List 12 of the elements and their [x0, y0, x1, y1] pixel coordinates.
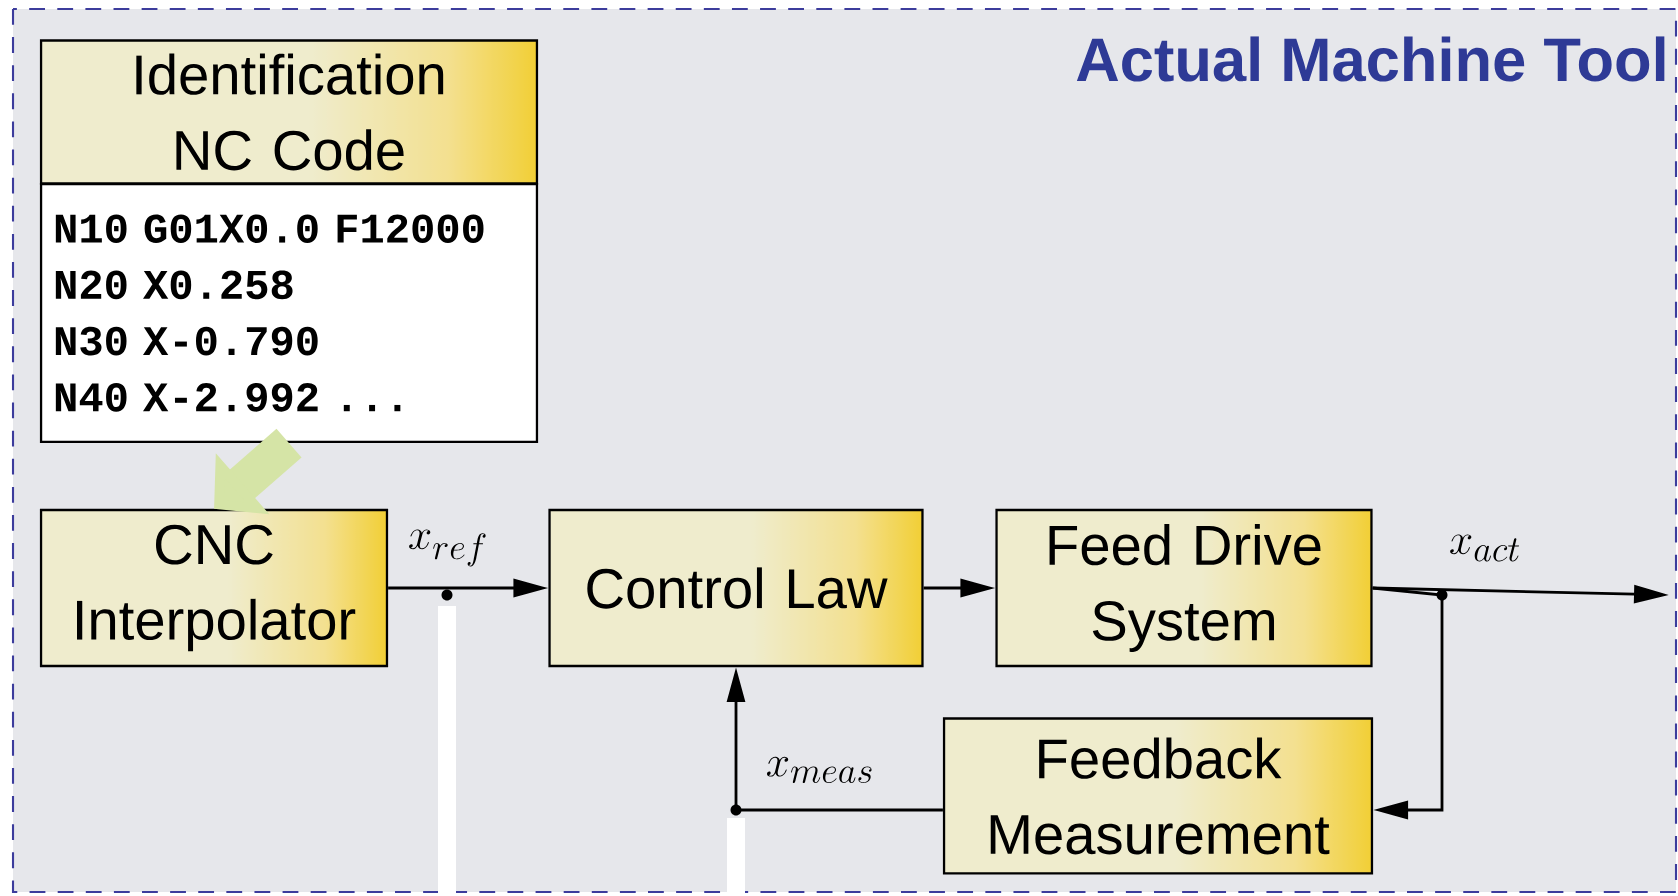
process-box: Feed Drive System: [995, 508, 1373, 668]
title: Actual Machine Tool: [1076, 36, 1665, 82]
edge-label: $x_{ref}$: [409, 529, 486, 567]
process-box: Identification NC Code: [39, 39, 539, 185]
arrow: [1372, 586, 1444, 820]
process-box: CNC Interpolator: [39, 508, 389, 668]
edge-label: $x_{act}$: [1450, 534, 1520, 562]
edge-label: $x_{meas}$: [767, 756, 872, 784]
code-listing-box: N10 G01X0.0 F12000 N20 X0.258 N30 X-0.790 N40 X-2.992 ...: [39, 182, 539, 444]
process-box: Feedback Measurement: [942, 717, 1374, 875]
block-arrow: [214, 428, 302, 515]
process-box: Control Law: [548, 508, 924, 668]
